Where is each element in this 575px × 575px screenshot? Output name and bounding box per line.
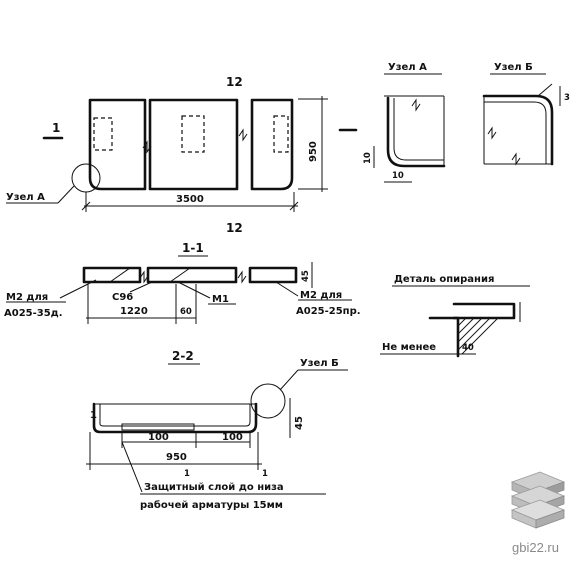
right-note-line1: М2 для (300, 290, 342, 301)
mark-2: 1 (262, 469, 268, 479)
main-mark-bottom: 12 (226, 221, 243, 235)
section-1-1-title: 1-1 (182, 241, 204, 255)
dim-length-value: 3500 (176, 194, 204, 205)
support-hatch (457, 317, 499, 355)
note-leader (121, 441, 143, 493)
section-mark-1: 1 (52, 121, 60, 135)
node-b-callout-circle (250, 383, 286, 419)
node-b-callout-leader (279, 369, 299, 391)
section-2-2-dim-height: 45 (294, 416, 305, 430)
support-slab (452, 302, 516, 320)
node-b-break-2 (511, 152, 521, 166)
break-mark-1 (142, 140, 152, 154)
dim-length-tick-right (289, 201, 299, 211)
node-b-profile (482, 94, 554, 166)
node-a-dim-v: 10 (363, 152, 373, 164)
break-mark-2 (238, 128, 248, 142)
dim-1220-value: 1220 (120, 306, 148, 317)
node-a-leader (57, 185, 75, 204)
left-note-line2: А025-35д. (4, 308, 63, 319)
right-note-line2: А025-25пр. (296, 306, 361, 317)
section-2-2-profile (92, 402, 258, 434)
support-title: Деталь опирания (394, 274, 494, 285)
left-note-line1: М2 для (6, 292, 48, 303)
dim-950-value: 950 (166, 452, 187, 463)
rebar-zone (121, 423, 195, 431)
main-mark-top: 12 (226, 75, 243, 89)
section-2-2: 2-2 Узел Б 1 45 100 100 950 1 1 (86, 349, 348, 511)
section-2-2-inner (99, 404, 251, 427)
section-1-1-break-2 (237, 270, 247, 284)
section-1-1-dim-height: 45 (301, 270, 311, 282)
section-1-1-middle (146, 266, 238, 284)
c-label: С96 (112, 292, 133, 303)
left-note-leader (59, 279, 97, 299)
section-2-2-mark-left: 1 (90, 410, 97, 421)
node-a-title: Узел А (388, 62, 427, 73)
node-a-detail: Узел А 10 10 (363, 62, 446, 183)
node-a-callout-circle (71, 163, 101, 193)
section-1-1-break-1 (139, 270, 149, 284)
m-leader (177, 281, 211, 299)
section-1-1-right (248, 266, 298, 284)
note-line1: Защитный слой до низа (144, 482, 284, 493)
slab-fragment-left (88, 98, 147, 191)
support-detail: Деталь опирания Не менее 40 (380, 274, 530, 358)
m-label: М1 (212, 294, 229, 305)
node-b-break (487, 126, 497, 140)
dim-length-tick-left (81, 201, 91, 211)
slab-fragment-middle (148, 98, 239, 191)
watermark: gbi22.ru (510, 471, 566, 555)
note-line2: рабочей арматуры 15мм (140, 499, 283, 511)
section-1-1-left (82, 266, 142, 284)
opening-middle (181, 115, 205, 153)
section-1-1: 1-1 45 М2 для А025-35д. С96 М1 М2 для А0… (4, 241, 361, 324)
node-b-detail: Узел Б 3 (482, 62, 570, 166)
support-note: Не менее (382, 342, 436, 353)
dim-height-value: 950 (308, 141, 319, 162)
section-1-1-diag-2 (169, 267, 191, 283)
watermark-text: gbi22.ru (512, 540, 559, 555)
mark-1: 1 (184, 469, 190, 479)
opening-left (93, 117, 113, 151)
node-b-callout-label: Узел Б (300, 358, 339, 369)
node-a-profile (386, 96, 446, 168)
dim-left-100: 100 (148, 432, 169, 443)
support-wall (428, 316, 460, 358)
slab-fragment-right (250, 98, 294, 191)
opening-right (273, 115, 289, 153)
node-b-leader (537, 83, 553, 97)
node-a-break (411, 98, 421, 112)
node-b-title: Узел Б (494, 62, 533, 73)
right-note-leader (275, 281, 299, 297)
c-leader (129, 281, 153, 293)
stacked-slabs-icon (510, 471, 566, 529)
section-1-1-diag-1 (109, 267, 131, 283)
node-a-inner (393, 98, 444, 161)
support-dim: 40 (462, 343, 474, 353)
node-a-dim-h: 10 (392, 171, 404, 181)
main-view: 12 1 Узел А 3500 950 12 (6, 75, 358, 235)
dim-right-100: 100 (222, 432, 243, 443)
dim-60-value: 60 (180, 307, 192, 317)
node-a-callout-label: Узел А (6, 192, 45, 203)
node-b-dim-small: 3 (564, 93, 570, 103)
section-2-2-title: 2-2 (172, 349, 194, 363)
node-b-inner (484, 101, 547, 164)
